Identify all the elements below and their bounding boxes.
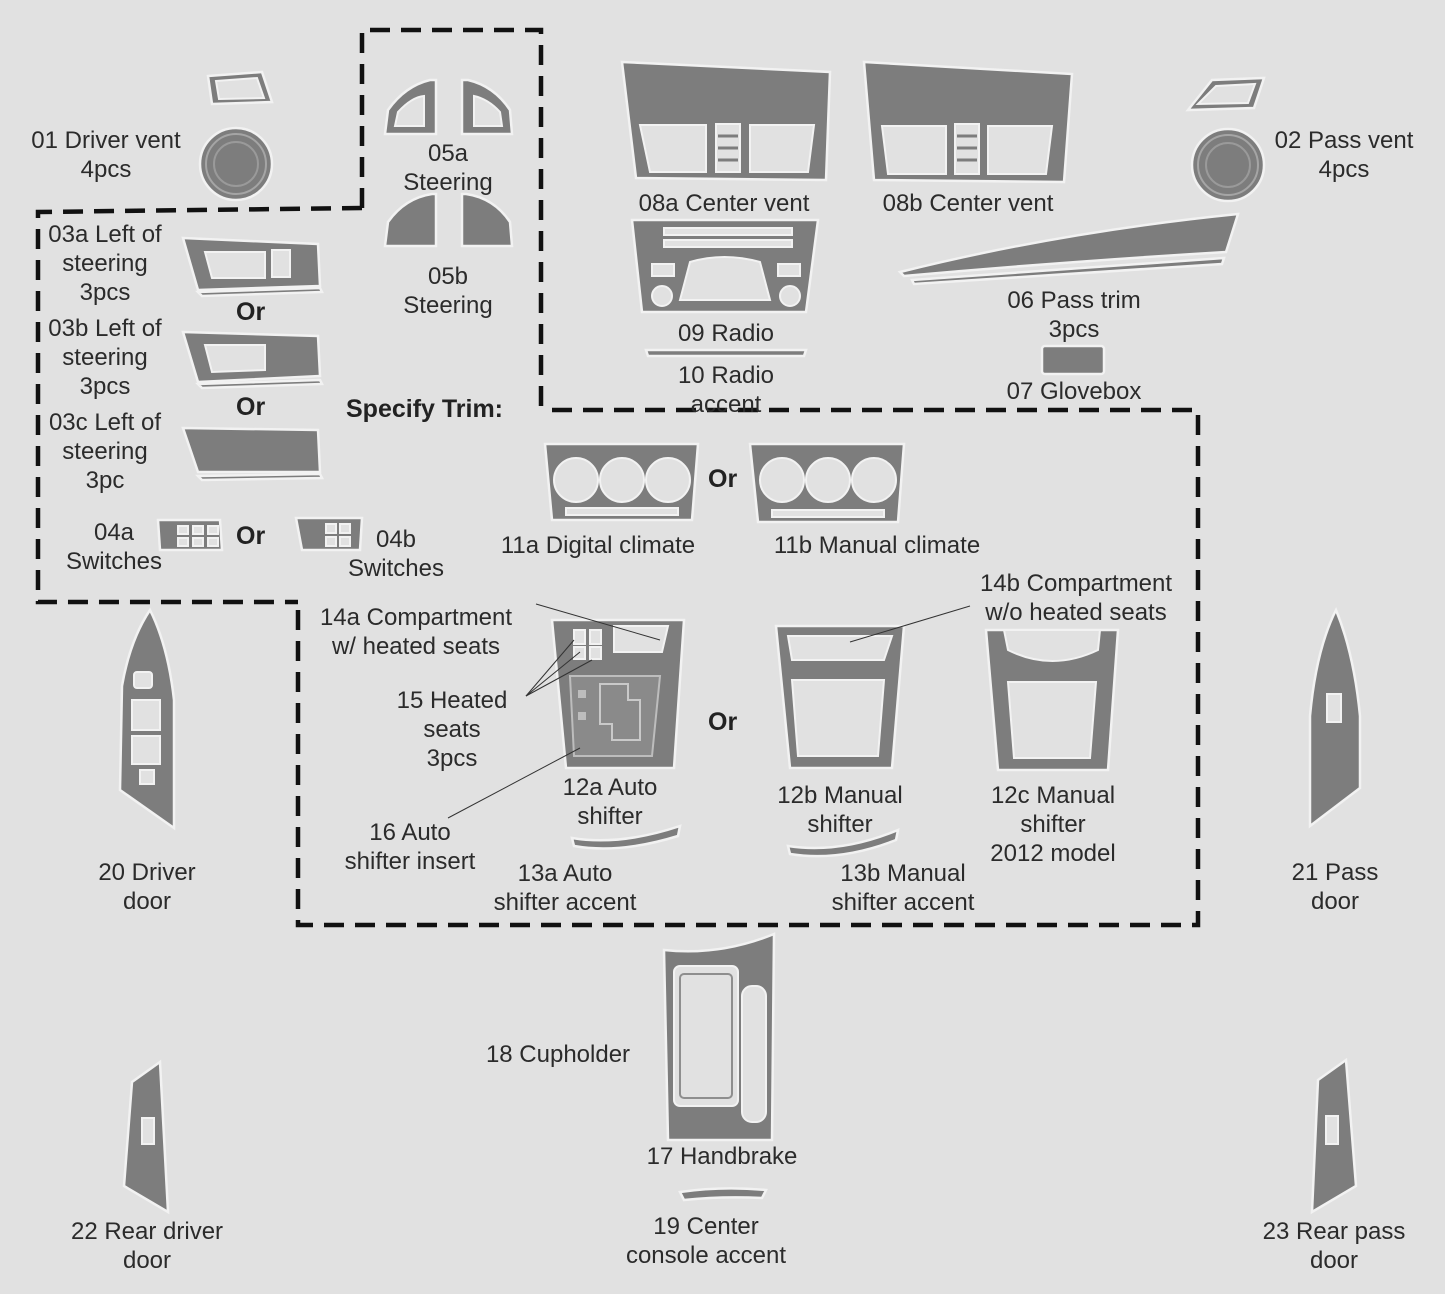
steering-05a-part bbox=[383, 78, 514, 136]
label-21-pass-door: 21 Pass door bbox=[1291, 859, 1379, 915]
left-of-steering-03a-part bbox=[181, 236, 324, 298]
or-separator: Or bbox=[236, 298, 266, 326]
label-06-pass-trim: 06 Pass trim 3pcs bbox=[1007, 287, 1141, 343]
or-separator: Or bbox=[236, 522, 266, 550]
label-19-center-console-accent: 19 Center console accent bbox=[625, 1213, 787, 1269]
driver-door-part bbox=[118, 607, 176, 831]
label-12c-manual-shifter-2012: 12c Manual shifter 2012 model bbox=[990, 782, 1116, 867]
label-03b-left-of-steering: 03b Left of steering 3pcs bbox=[48, 315, 162, 400]
handbrake-cupholder-part bbox=[662, 932, 776, 1142]
manual-shifter-2012-part bbox=[984, 628, 1120, 772]
pass-door-part bbox=[1308, 606, 1362, 829]
label-17-handbrake: 17 Handbrake bbox=[646, 1143, 798, 1170]
label-08a-center-vent: 08a Center vent bbox=[638, 190, 810, 217]
left-of-steering-03b-part bbox=[181, 330, 324, 390]
steering-05b-part bbox=[383, 192, 514, 248]
label-15-heated-seats: 15 Heated seats 3pcs bbox=[396, 687, 508, 772]
or-separator: Or bbox=[708, 708, 738, 736]
label-11b-manual-climate: 11b Manual climate bbox=[773, 532, 981, 559]
center-vent-08b-part bbox=[862, 60, 1074, 184]
leader-lines bbox=[447, 603, 971, 819]
label-18-cupholder: 18 Cupholder bbox=[485, 1041, 631, 1068]
label-05a-steering: 05a Steering bbox=[403, 140, 493, 196]
steering-group-border bbox=[359, 27, 544, 408]
label-04b-switches: 04b Switches bbox=[347, 526, 445, 582]
glovebox-part bbox=[1040, 344, 1106, 376]
digital-climate-part bbox=[543, 442, 700, 522]
label-20-driver-door: 20 Driver door bbox=[98, 859, 196, 915]
label-14b-compartment-no-heated: 14b Compartment w/o heated seats bbox=[979, 570, 1173, 626]
switches-04b-part bbox=[294, 516, 364, 552]
or-separator: Or bbox=[708, 465, 738, 493]
pass-vent-part bbox=[1185, 76, 1266, 203]
center-console-accent-part bbox=[678, 1187, 768, 1202]
specify-trim-border bbox=[295, 407, 1201, 928]
label-23-rear-pass-door: 23 Rear pass door bbox=[1262, 1218, 1406, 1274]
label-13a-auto-shifter-accent: 13a Auto shifter accent bbox=[493, 860, 637, 916]
label-22-rear-driver-door: 22 Rear driver door bbox=[70, 1218, 224, 1274]
manual-climate-part bbox=[748, 442, 906, 524]
auto-shifter-accent-part bbox=[570, 824, 682, 850]
driver-vent-part bbox=[198, 70, 274, 202]
label-12a-auto-shifter: 12a Auto shifter bbox=[562, 774, 658, 830]
rear-driver-door-part bbox=[122, 1059, 170, 1215]
left-group-border bbox=[35, 205, 363, 605]
label-07-glovebox: 07 Glovebox bbox=[1006, 378, 1142, 405]
radio-part bbox=[630, 218, 820, 314]
label-16-auto-shifter-insert: 16 Auto shifter insert bbox=[344, 819, 476, 875]
label-02-pass-vent: 02 Pass vent 4pcs bbox=[1274, 127, 1414, 183]
label-11a-digital-climate: 11a Digital climate bbox=[500, 532, 696, 559]
manual-shifter-accent-part bbox=[786, 827, 900, 858]
label-13b-manual-shifter-accent: 13b Manual shifter accent bbox=[831, 860, 975, 916]
or-separator: Or bbox=[236, 393, 266, 421]
left-of-steering-03c-part bbox=[181, 426, 325, 482]
label-01-driver-vent: 01 Driver vent 4pcs bbox=[31, 127, 181, 183]
switches-04a-part bbox=[156, 518, 224, 552]
label-08b-center-vent: 08b Center vent bbox=[882, 190, 1054, 217]
label-12b-manual-shifter: 12b Manual shifter bbox=[777, 782, 903, 838]
label-03c-left-of-steering: 03c Left of steering 3pc bbox=[48, 409, 162, 494]
label-04a-switches: 04a Switches bbox=[65, 519, 163, 575]
label-05b-steering: 05b Steering bbox=[403, 263, 493, 319]
label-14a-compartment-heated: 14a Compartment w/ heated seats bbox=[319, 604, 513, 660]
center-vent-08a-part bbox=[620, 60, 832, 182]
label-03a-left-of-steering: 03a Left of steering 3pcs bbox=[48, 221, 162, 306]
specify-trim-heading: Specify Trim: bbox=[346, 395, 503, 423]
label-10-radio-accent: 10 Radio accent bbox=[677, 362, 775, 418]
pass-trim-part bbox=[897, 212, 1240, 286]
radio-accent-part bbox=[644, 348, 808, 358]
rear-pass-door-part bbox=[1310, 1057, 1358, 1215]
label-09-radio: 09 Radio bbox=[677, 320, 775, 347]
auto-shifter-part bbox=[550, 618, 686, 770]
manual-shifter-part bbox=[774, 624, 906, 770]
